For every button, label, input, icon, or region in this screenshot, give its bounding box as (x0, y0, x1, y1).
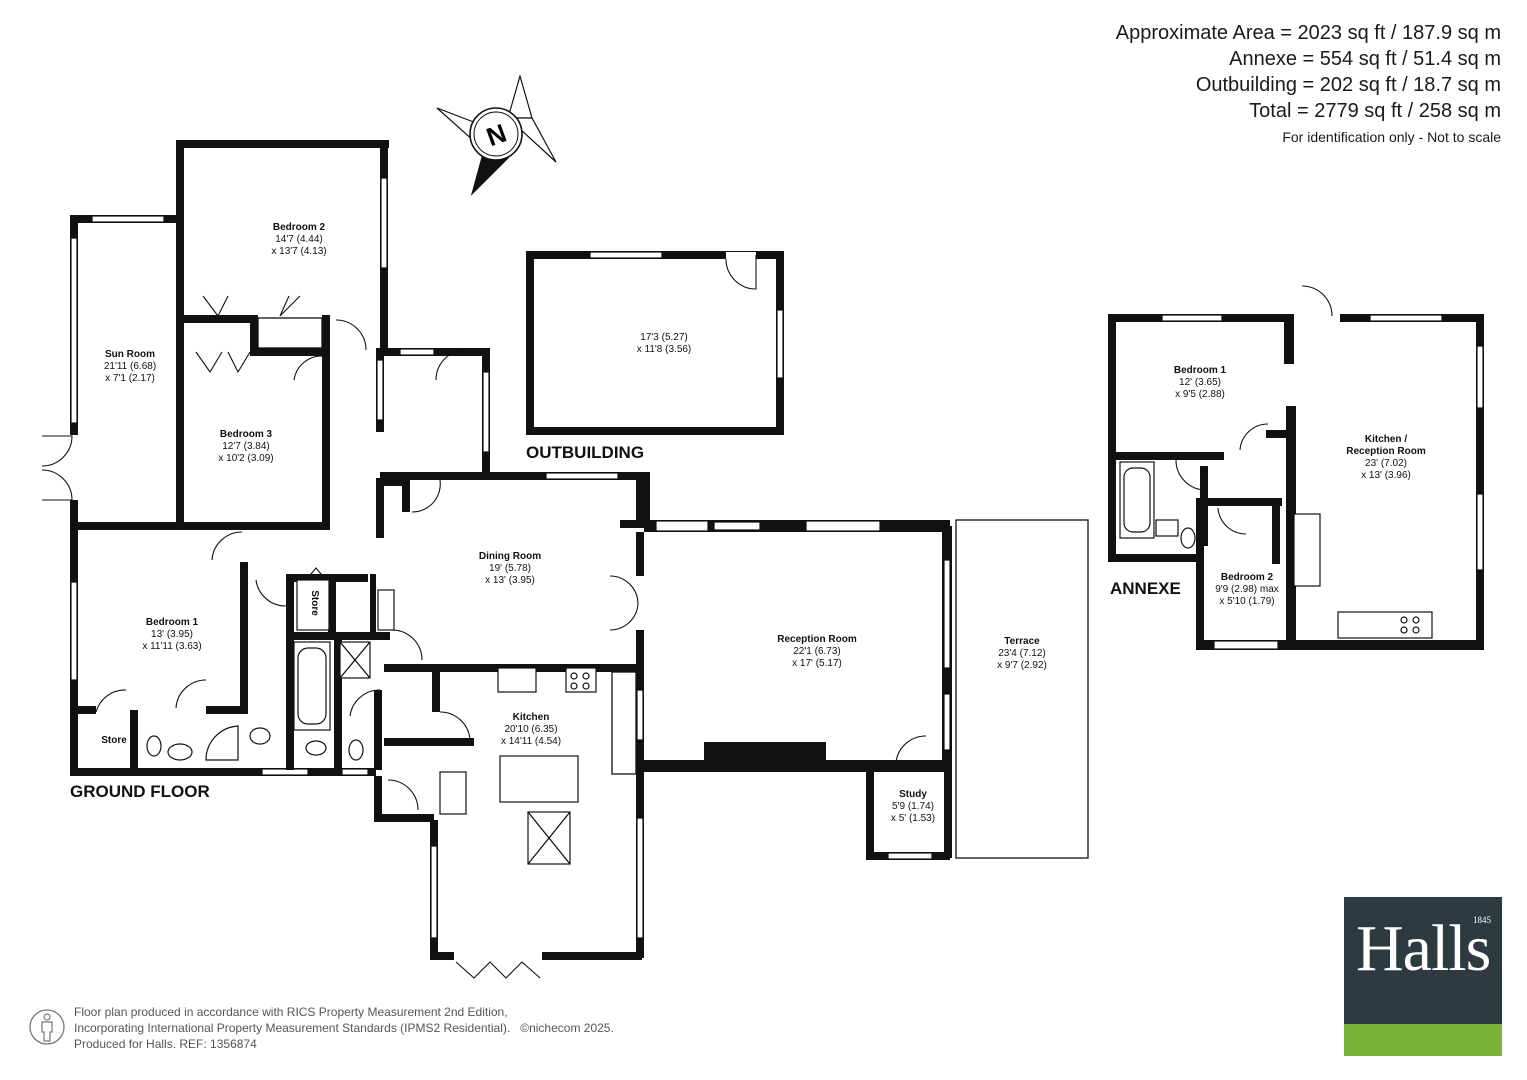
room-dim-bedroom3-2: x 10'2 (3.09) (218, 453, 273, 464)
annexe-plan (1108, 285, 1484, 650)
footer-line-3: Produced for Halls. REF: 1356874 (74, 1037, 257, 1051)
logo-name: Halls (1356, 912, 1491, 985)
room-dim-annexe-bedroom1-1: 12' (3.65) (1179, 377, 1221, 388)
area-annexe: Annexe = 554 sq ft / 51.4 sq m (1229, 48, 1501, 70)
room-dim-outbuilding-2: x 11'8 (3.56) (637, 344, 692, 355)
room-dim-kitchen-2: x 14'11 (4.54) (501, 736, 561, 747)
room-name-kitchen: Kitchen (513, 712, 550, 723)
house-walls (70, 140, 952, 960)
area-outbuilding: Outbuilding = 202 sq ft / 18.7 sq m (1195, 74, 1501, 96)
room-dim-study-1: 5'9 (1.74) (892, 801, 934, 812)
room-dim-bedroom2-1: 14'7 (4.44) (275, 234, 323, 245)
room-dim-reception-2: x 17' (5.17) (792, 658, 842, 669)
room-dim-bedroom3-1: 12'7 (3.84) (222, 441, 270, 452)
room-dim-annexe-bedroom2-2: x 5'10 (1.79) (1219, 596, 1274, 607)
room-name-annexe-bedroom2: Bedroom 2 (1221, 572, 1274, 583)
room-name-annexe-bedroom1: Bedroom 1 (1174, 365, 1227, 376)
room-dim-annexe-kitchen-1: 23' (7.02) (1365, 458, 1407, 469)
room-dim-annexe-bedroom1-2: x 9'5 (2.88) (1175, 389, 1225, 400)
room-name-bedroom1: Bedroom 1 (146, 617, 199, 628)
room-dim-annexe-kitchen-2: x 13' (3.96) (1361, 470, 1411, 481)
room-dim-kitchen-1: 20'10 (6.35) (504, 724, 557, 735)
section-label-annexe: ANNEXE (1110, 579, 1181, 598)
room-name-annexe-kitchen-2: Reception Room (1346, 446, 1426, 457)
room-dim-bedroom1-1: 13' (3.95) (151, 629, 193, 640)
area-summary: Approximate Area = 2023 sq ft / 187.9 sq… (1116, 20, 1501, 148)
outbuilding-plan (526, 251, 784, 435)
logo-year: 1845 (1473, 915, 1491, 925)
room-name-annexe-kitchen-1: Kitchen / (1365, 434, 1407, 445)
room-dim-study-2: x 5' (1.53) (891, 813, 935, 824)
room-dim-annexe-bedroom2-1: 9'9 (2.98) max (1215, 584, 1279, 595)
room-dim-dining-1: 19' (5.78) (489, 563, 531, 574)
room-dim-dining-2: x 13' (3.95) (485, 575, 535, 586)
room-dim-terrace-1: 23'4 (7.12) (998, 648, 1046, 659)
house-fixtures (41, 295, 1089, 979)
section-label-outbuilding: OUTBUILDING (526, 443, 644, 462)
room-dim-terrace-2: x 9'7 (2.92) (997, 660, 1047, 671)
room-dim-bedroom2-2: x 13'7 (4.13) (271, 246, 326, 257)
room-name-reception: Reception Room (777, 634, 857, 645)
room-name-bedroom2: Bedroom 2 (273, 222, 326, 233)
room-name-terrace: Terrace (1004, 636, 1040, 647)
logo-accent-bar (1344, 1024, 1502, 1056)
person-icon (29, 1009, 65, 1045)
area-approximate: Approximate Area = 2023 sq ft / 187.9 sq… (1115, 22, 1501, 44)
footer-line-1: Floor plan produced in accordance with R… (74, 1005, 508, 1019)
footer-line-2: Incorporating International Property Mea… (74, 1021, 511, 1035)
room-name-store2: Store (309, 590, 320, 616)
room-dim-bedroom1-2: x 11'11 (3.63) (142, 641, 201, 652)
room-dim-outbuilding-1: 17'3 (5.27) (640, 332, 688, 343)
footer-notes: Floor plan produced in accordance with R… (74, 1004, 614, 1052)
room-dim-sunroom-1: 21'11 (6.68) (104, 361, 156, 372)
room-name-study: Study (899, 789, 927, 800)
footer-copyright: ©nichecom 2025. (520, 1021, 614, 1035)
compass-icon: N (436, 73, 557, 197)
halls-logo: Halls 1845 (1344, 897, 1502, 1056)
room-name-store1: Store (101, 735, 127, 746)
area-total: Total = 2779 sq ft / 258 sq m (1249, 100, 1501, 122)
room-name-dining: Dining Room (479, 551, 541, 562)
room-name-bedroom3: Bedroom 3 (220, 429, 273, 440)
room-dim-reception-1: 22'1 (6.73) (793, 646, 841, 657)
room-dim-sunroom-2: x 7'1 (2.17) (105, 373, 155, 384)
section-label-ground-floor: GROUND FLOOR (70, 782, 210, 801)
room-name-sunroom: Sun Room (105, 349, 155, 360)
scale-note: For identification only - Not to scale (1282, 129, 1501, 145)
